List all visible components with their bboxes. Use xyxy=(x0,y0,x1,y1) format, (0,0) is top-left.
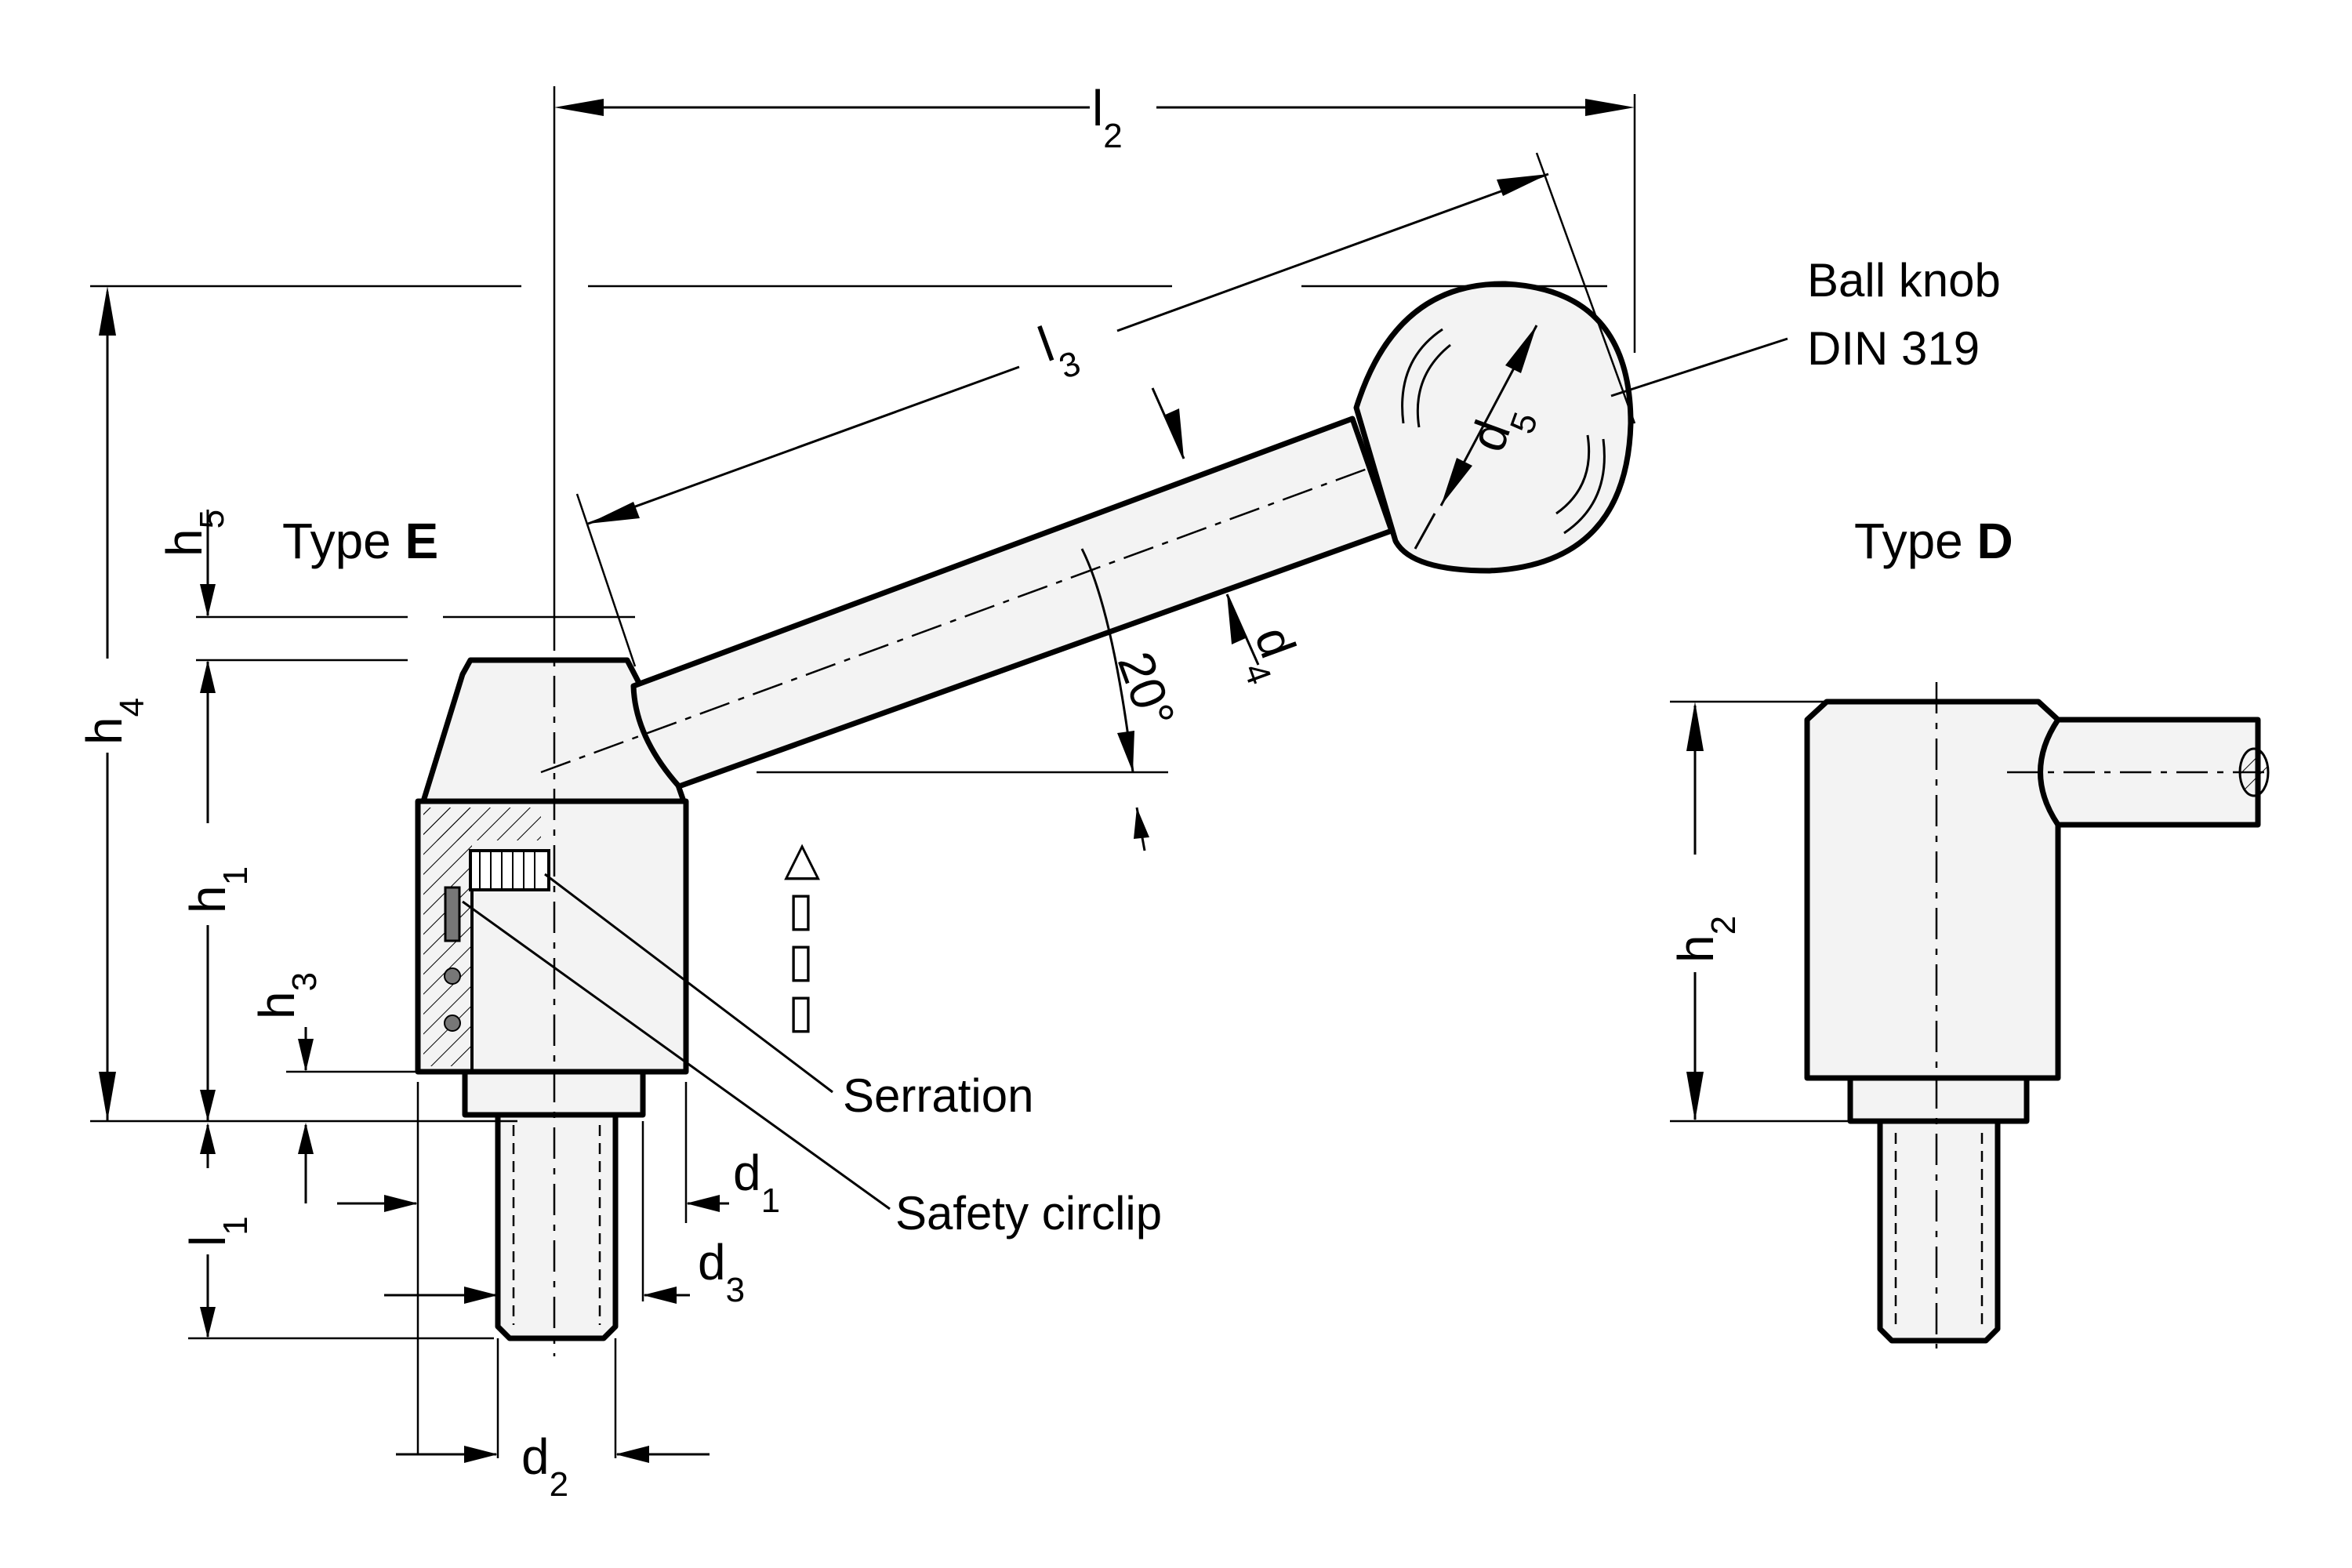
type-d-stud xyxy=(1877,1118,2001,1344)
dim-d1: d1 xyxy=(733,1145,780,1220)
dim-l3: l3 xyxy=(1031,309,1085,390)
dimension-lines xyxy=(90,86,1850,1463)
section-hatch-top xyxy=(423,808,541,840)
serration xyxy=(469,849,550,891)
serration-label: Serration xyxy=(843,1069,1033,1122)
circlip-ball xyxy=(444,1014,461,1032)
symbol-rect: ▯ xyxy=(788,985,814,1037)
dim-h4: h4 xyxy=(76,698,151,745)
dim-h3: h3 xyxy=(249,972,324,1019)
type-d-label: Type D xyxy=(1854,513,2013,569)
dim-l2: l2 xyxy=(1092,80,1123,155)
dim-l1: l1 xyxy=(180,1216,255,1247)
symbol-triangle: △ xyxy=(784,832,820,884)
dim-h2: h2 xyxy=(1668,916,1743,963)
type-e-view xyxy=(415,281,1634,1356)
type-d-body xyxy=(1804,699,2061,1081)
angle-label: 20° xyxy=(1107,644,1186,735)
safety-circlip xyxy=(444,886,461,942)
type-d-collar xyxy=(1847,1075,2030,1124)
labels: Type E Type D Ball knob DIN 319 Serratio… xyxy=(76,80,2013,1504)
safety-circlip-label: Safety circlip xyxy=(895,1187,1162,1240)
type-e-label: Type E xyxy=(282,513,438,569)
threaded-stud xyxy=(495,1112,619,1341)
ball-knob-label: Ball knob xyxy=(1807,254,2001,307)
type-d-view xyxy=(1804,682,2274,1348)
dim-h5: h5 xyxy=(156,510,231,557)
dim-d2: d2 xyxy=(521,1428,568,1504)
dim-d3: d3 xyxy=(698,1234,745,1309)
lever-axis xyxy=(540,445,1428,774)
din-label: DIN 319 xyxy=(1807,322,1980,375)
symbol-rect: ▯ xyxy=(788,883,814,935)
symbol-rect: ▯ xyxy=(788,934,814,986)
lever-arm xyxy=(630,416,1395,789)
dim-h1: h1 xyxy=(180,866,255,913)
circlip-ball xyxy=(444,967,461,985)
